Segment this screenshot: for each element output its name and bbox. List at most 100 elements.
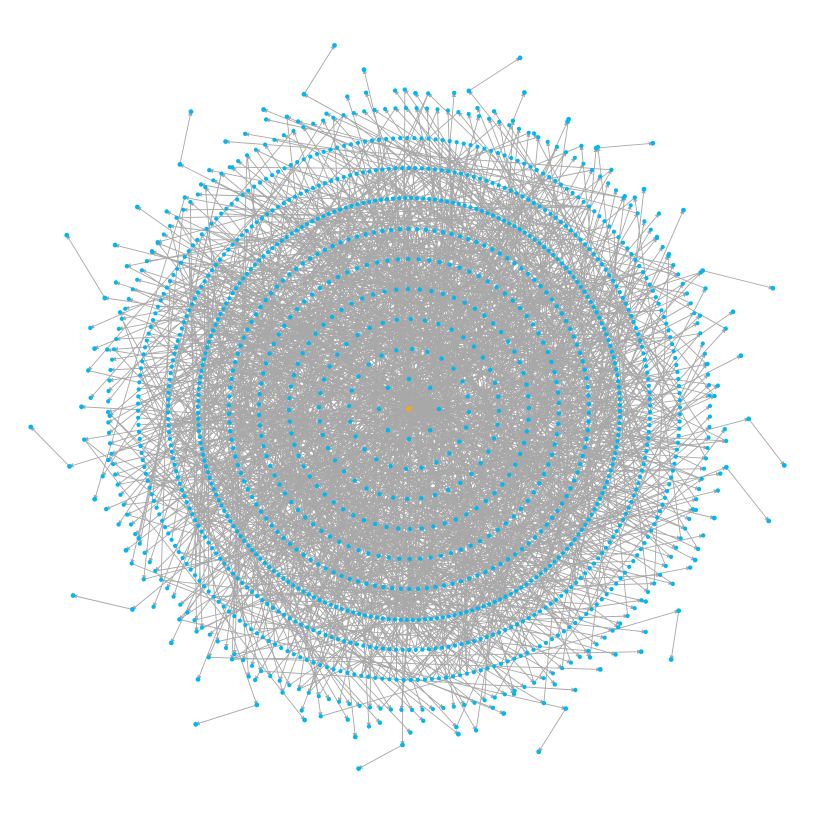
graph-node bbox=[608, 468, 613, 473]
graph-node bbox=[607, 224, 612, 229]
graph-node bbox=[254, 552, 259, 557]
graph-node bbox=[424, 106, 430, 111]
edge bbox=[427, 93, 707, 365]
edge bbox=[313, 217, 557, 598]
graph-node bbox=[510, 118, 516, 124]
graph-node bbox=[617, 290, 622, 295]
graph-node bbox=[503, 627, 508, 633]
graph-node bbox=[522, 161, 527, 166]
graph-node bbox=[687, 516, 692, 522]
node-layer bbox=[28, 43, 787, 771]
graph-node bbox=[512, 656, 517, 661]
graph-node bbox=[279, 238, 284, 243]
graph-node bbox=[451, 704, 456, 709]
graph-node bbox=[521, 371, 526, 376]
graph-node bbox=[232, 614, 237, 619]
edge bbox=[358, 744, 403, 769]
edge bbox=[497, 121, 593, 610]
graph-node bbox=[373, 675, 378, 681]
graph-node bbox=[137, 380, 142, 385]
graph-node bbox=[463, 425, 469, 430]
graph-node bbox=[170, 358, 176, 363]
graph-node bbox=[196, 422, 201, 428]
graph-node bbox=[532, 535, 538, 540]
graph-node bbox=[166, 397, 171, 402]
graph-node bbox=[563, 706, 569, 711]
graph-node bbox=[707, 403, 713, 409]
graph-node bbox=[413, 647, 418, 653]
graph-node bbox=[357, 703, 362, 709]
graph-node bbox=[288, 163, 293, 168]
graph-node bbox=[329, 635, 334, 640]
graph-node bbox=[385, 385, 391, 391]
graph-node bbox=[380, 228, 385, 234]
graph-node bbox=[474, 239, 479, 245]
graph-node bbox=[571, 275, 576, 280]
graph-node bbox=[588, 299, 593, 304]
graph-node bbox=[647, 416, 652, 421]
graph-node bbox=[431, 524, 436, 529]
graph-node bbox=[272, 642, 278, 647]
graph-node bbox=[487, 367, 493, 372]
graph-node bbox=[568, 542, 574, 547]
graph-node bbox=[276, 572, 281, 577]
graph-node bbox=[340, 507, 346, 512]
graph-node bbox=[509, 155, 514, 161]
graph-node bbox=[123, 547, 129, 553]
graph-node bbox=[674, 447, 680, 452]
graph-node bbox=[486, 533, 492, 538]
graph-node bbox=[537, 481, 542, 486]
graph-node bbox=[584, 376, 589, 381]
graph-node bbox=[509, 625, 514, 630]
graph-node bbox=[231, 524, 236, 529]
graph-node bbox=[144, 259, 149, 264]
graph-node bbox=[572, 155, 578, 160]
graph-node bbox=[136, 401, 141, 406]
graph-node bbox=[403, 466, 409, 472]
graph-node bbox=[584, 611, 589, 617]
graph-node bbox=[345, 270, 350, 275]
graph-node bbox=[554, 304, 560, 309]
graph-node bbox=[321, 214, 326, 219]
graph-node bbox=[367, 169, 372, 174]
graph-node bbox=[359, 673, 364, 678]
graph-node bbox=[398, 617, 403, 622]
graph-node bbox=[517, 227, 522, 232]
graph-node bbox=[282, 166, 287, 171]
graph-node bbox=[389, 227, 394, 233]
graph-node bbox=[466, 236, 471, 242]
graph-node bbox=[281, 133, 286, 138]
graph-node bbox=[565, 546, 570, 551]
graph-node bbox=[512, 260, 517, 266]
graph-node bbox=[372, 583, 378, 588]
graph-node bbox=[556, 411, 562, 416]
graph-node bbox=[405, 496, 410, 502]
graph-node bbox=[522, 230, 527, 235]
graph-node bbox=[495, 527, 500, 533]
graph-node bbox=[594, 602, 599, 607]
edge bbox=[669, 610, 680, 660]
graph-node bbox=[468, 543, 473, 548]
graph-node bbox=[364, 262, 370, 268]
graph-node bbox=[292, 194, 298, 199]
graph-node bbox=[219, 211, 224, 216]
graph-node bbox=[506, 339, 511, 344]
graph-node bbox=[256, 412, 262, 418]
graph-node bbox=[362, 447, 367, 452]
graph-node bbox=[688, 301, 693, 306]
graph-node bbox=[178, 602, 183, 607]
graph-node bbox=[490, 180, 495, 186]
graph-node bbox=[328, 602, 333, 607]
graph-node bbox=[67, 464, 72, 469]
graph-node bbox=[568, 486, 573, 491]
graph-node bbox=[485, 666, 490, 671]
edge bbox=[132, 197, 636, 610]
graph-node bbox=[604, 592, 609, 597]
graph-node bbox=[167, 430, 172, 435]
graph-node bbox=[700, 341, 705, 346]
graph-node bbox=[177, 332, 182, 337]
graph-node bbox=[421, 718, 426, 723]
graph-node bbox=[268, 291, 274, 296]
graph-node bbox=[100, 474, 105, 479]
edge bbox=[415, 92, 699, 550]
